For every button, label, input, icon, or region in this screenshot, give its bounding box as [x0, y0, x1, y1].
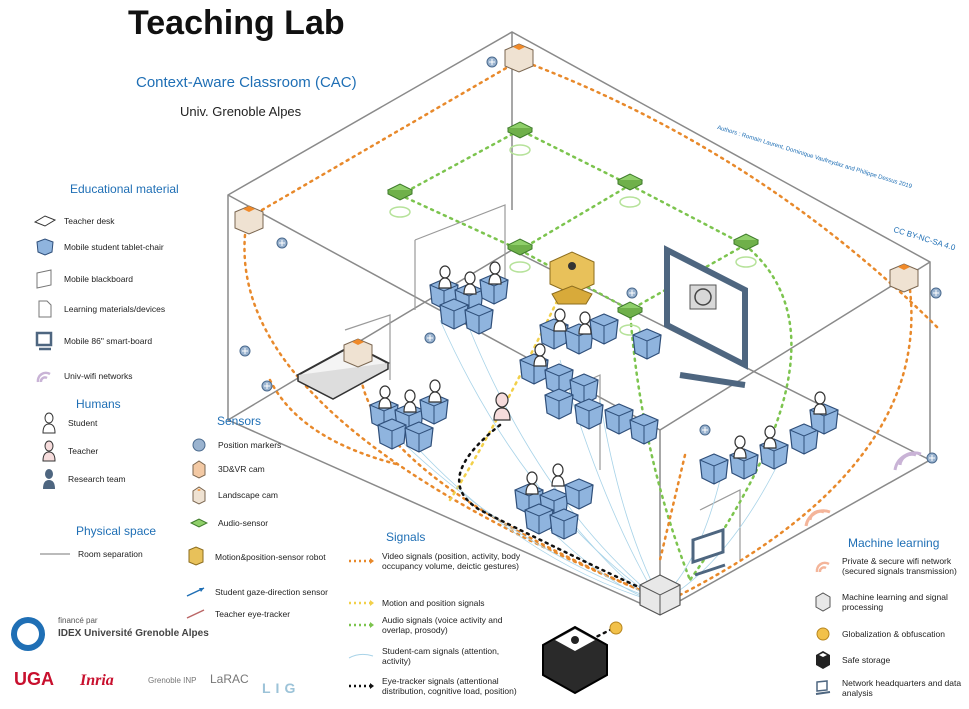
legend-item-learning-materials: Learning materials/devices [34, 300, 165, 318]
document-icon [34, 300, 56, 318]
position-marker-icon [188, 436, 210, 454]
legend-item-safe-storage: Safe storage [812, 651, 968, 669]
video-signal-line [348, 552, 374, 570]
legend-heading-sensors: Sensors [217, 414, 262, 428]
audio-sensor-icon [188, 514, 210, 532]
student-cam-signal-line [348, 647, 374, 665]
audio-signal-line [348, 616, 374, 634]
grenoble-inp-logo: Grenoble INP [148, 676, 197, 685]
3d-cam-icon [188, 460, 210, 479]
student-icon [38, 412, 60, 434]
legend-item-ml-processing: Machine learning and signal processing [812, 592, 968, 612]
legend-item-teacher: Teacher [38, 440, 98, 462]
legend-item-motion-signals: Motion and position signals [348, 594, 528, 612]
landscape-cam-icon [188, 486, 210, 505]
gear-icon [812, 625, 834, 643]
eye-tracker-icon [185, 605, 207, 623]
larac-logo: LaRAC [210, 672, 249, 686]
legend-item-blackboard: Mobile blackboard [34, 269, 133, 289]
legend-item-robot: Motion&position-sensor robot [185, 546, 326, 566]
legend-item-tablet-chair: Mobile student tablet-chair [34, 238, 164, 256]
uga-logo: UGA [14, 669, 54, 689]
safe-storage-icon [812, 651, 834, 669]
laptop-icon [812, 679, 834, 697]
gaze-arrow-icon [185, 583, 207, 601]
legend-heading-signals: Signals [386, 530, 426, 544]
funding-name: IDEX Université Grenoble Alpes [58, 628, 209, 639]
legend-item-student: Student [38, 412, 97, 434]
legend-item-video-signals: Video signals (position, activity, body … [348, 551, 528, 571]
wifi-icon [34, 367, 56, 385]
robot-icon [185, 546, 207, 566]
legend-item-audio-signals: Audio signals (voice activity and overla… [348, 615, 528, 635]
smart-board-icon [34, 331, 56, 351]
legend-item-globalization: Globalization & obfuscation [812, 625, 968, 643]
legend-item-teacher-desk: Teacher desk [34, 212, 115, 230]
legend-item-smart-board: Mobile 86" smart-board [34, 331, 152, 351]
blackboard-icon [34, 269, 56, 289]
legend-item-room-separation: Room separation [40, 545, 143, 563]
legend-item-student-cam-signals: Student-cam signals (attention, activity… [348, 646, 528, 666]
secure-wifi-icon [812, 557, 834, 575]
legend-item-eye-tracker-signals: Eye-tracker signals (attentional distrib… [348, 676, 528, 696]
legend-heading-machine-learning: Machine learning [848, 536, 940, 550]
legend-item-research-team: Research team [38, 469, 126, 489]
legend-item-wifi: Univ-wifi networks [34, 367, 133, 385]
teacher-icon [38, 440, 60, 462]
legend-item-gaze-sensor: Student gaze-direction sensor [185, 583, 328, 601]
legend-item-secure-wifi: Private & secure wifi network (secured s… [812, 556, 968, 576]
funding-prefix: financé par [58, 616, 98, 625]
legend-item-audio-sensor: Audio-sensor [188, 514, 268, 532]
institution-name: Univ. Grenoble Alpes [180, 104, 302, 119]
motion-signal-line [348, 594, 374, 612]
legend-item-3d-cam: 3D&VR cam [188, 460, 265, 479]
legend-item-network-hq: Network headquarters and data analysis [812, 678, 968, 698]
legend-item-position-markers: Position markers [188, 436, 281, 454]
legend-item-eye-tracker: Teacher eye-tracker [185, 605, 290, 623]
tablet-chair-icon [34, 238, 56, 256]
legend-item-landscape-cam: Landscape cam [188, 486, 278, 505]
lig-logo: LIG [262, 680, 301, 696]
page-title: Teaching Lab [128, 4, 345, 42]
diagram-subtitle: Context-Aware Classroom (CAC) [136, 74, 357, 91]
legend-heading-humans: Humans [76, 397, 121, 411]
legend-heading-educational-material: Educational material [70, 182, 179, 196]
legend-heading-physical-space: Physical space [76, 524, 157, 538]
eye-tracker-signal-line [348, 677, 374, 695]
ml-cube-icon [812, 592, 834, 612]
inria-logo: Inria [80, 672, 114, 689]
teacher-desk-icon [34, 212, 56, 230]
research-team-icon [38, 469, 60, 489]
room-separation-icon [40, 545, 70, 563]
